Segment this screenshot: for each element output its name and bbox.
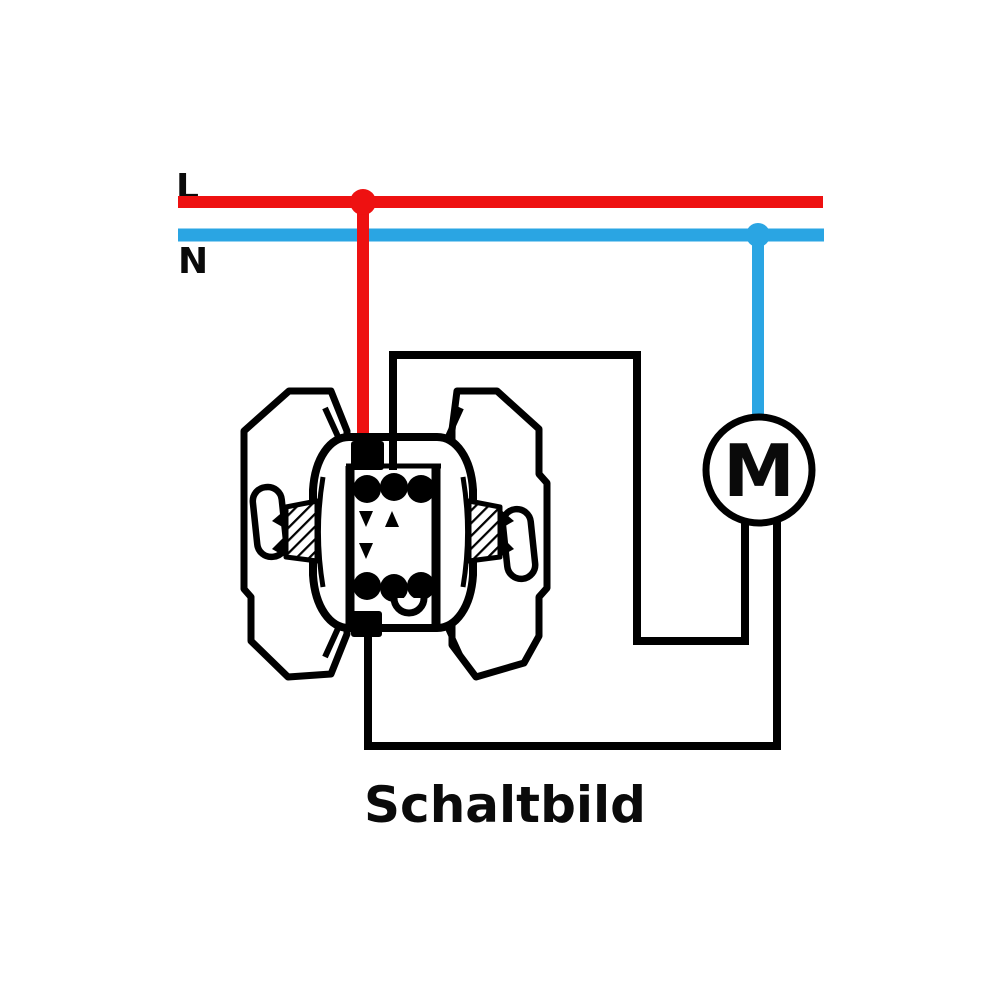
left-claw-tooth-upper [272, 509, 286, 529]
left-claw [283, 498, 320, 564]
switch-symbol [240, 387, 551, 681]
release-arrow-down [359, 543, 373, 559]
terminal-hole [353, 572, 381, 600]
terminal-holes [353, 473, 435, 602]
drop-wires [350, 189, 770, 455]
strut-bottom-right [443, 622, 464, 659]
neutral-rail-label: N [178, 241, 208, 282]
switch-to-motor-wire-upper [389, 351, 749, 645]
live-junction-dot [350, 189, 376, 215]
motor-letter: M [723, 429, 795, 513]
right-claw-tooth-lower [500, 535, 514, 557]
right-claw [466, 498, 503, 564]
switch-mounting-claws [272, 498, 514, 564]
terminal-hole [407, 475, 435, 503]
left-claw-tooth-lower [272, 535, 286, 557]
motor-circle [702, 413, 816, 527]
neutral-junction-dot [746, 223, 770, 247]
terminal-hole [353, 475, 381, 503]
top-terminal-clamp [351, 441, 384, 470]
strut-top-right [443, 406, 464, 443]
switched-wires [364, 351, 781, 750]
terminal-hole [380, 473, 408, 501]
terminal-hole [380, 574, 408, 602]
terminal-release-arrows [359, 511, 399, 559]
supply-rails: L N [176, 167, 824, 282]
switch-terminal-block [345, 437, 441, 637]
motor-symbol: M [702, 413, 816, 527]
release-arrow-down [359, 511, 373, 527]
strut-top-left [322, 406, 343, 443]
release-arrow-up [385, 511, 399, 527]
bottom-terminal-clamp [351, 611, 382, 637]
diagram-title: Schaltbild [364, 776, 646, 834]
strut-bottom-left [322, 622, 343, 659]
terminal-hole [407, 572, 435, 600]
switch-to-motor-wire-lower [364, 520, 781, 750]
bottom-screw-notch [390, 597, 428, 617]
right-claw-tooth-upper [500, 509, 514, 529]
switch-support-struts [322, 406, 464, 659]
